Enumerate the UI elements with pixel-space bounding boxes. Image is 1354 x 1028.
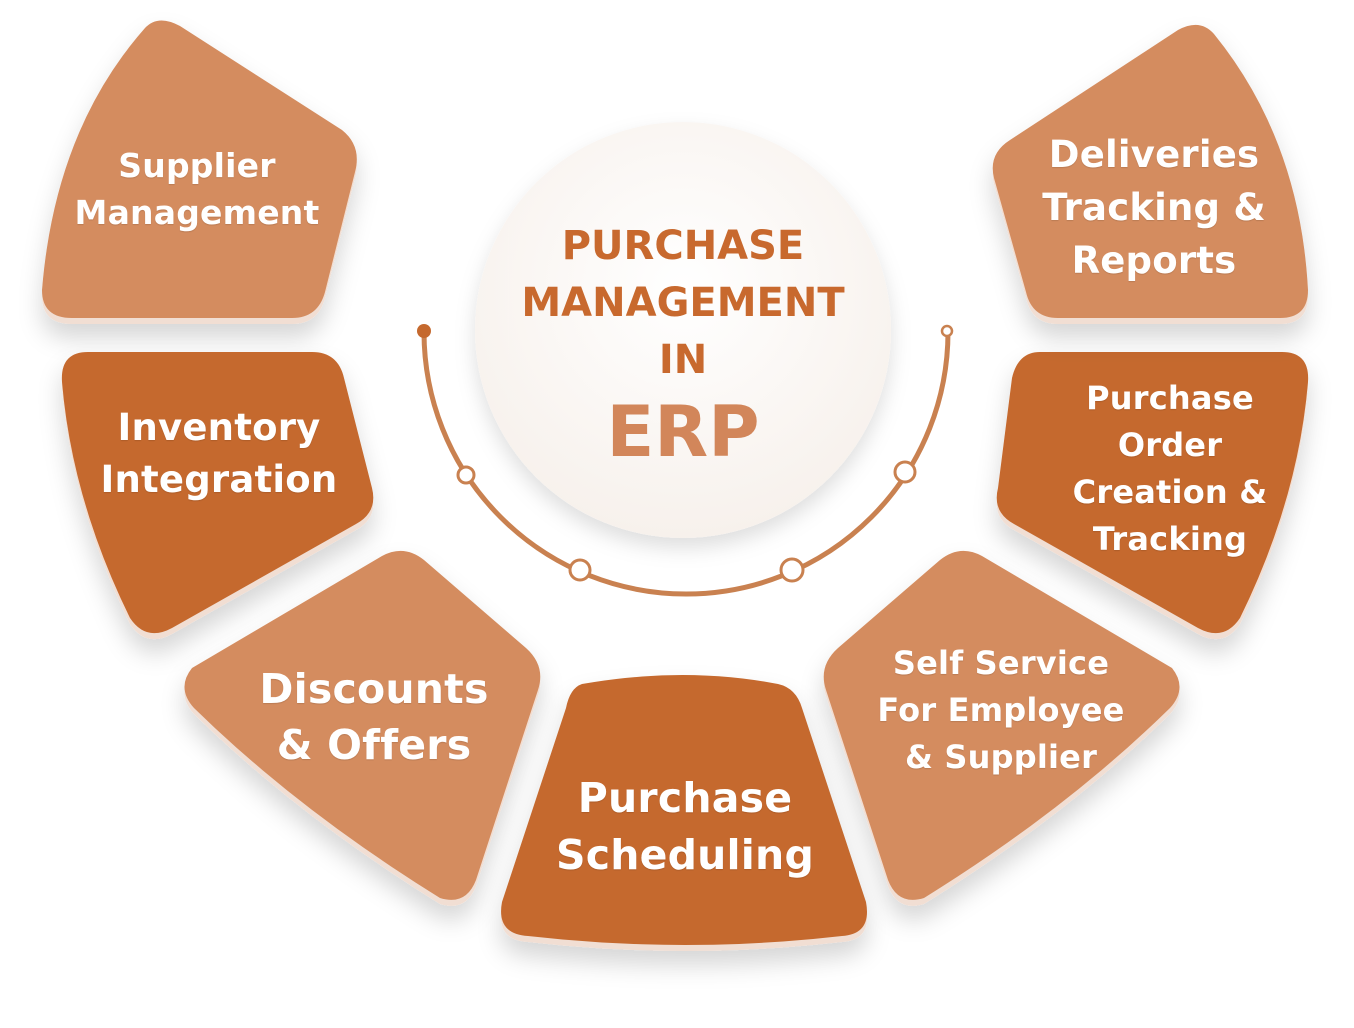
- label-line: Discounts: [259, 665, 489, 713]
- center-title-line2: MANAGEMENT: [521, 280, 845, 326]
- label-line: Self Service: [892, 644, 1110, 682]
- label-line: Purchase: [577, 774, 793, 822]
- label-supplier-management: Supplier Management: [62, 142, 332, 236]
- label-line: Supplier: [118, 146, 276, 185]
- segment-self-service: [823, 550, 1180, 906]
- label-line: Reports: [1071, 239, 1237, 282]
- label-line: Management: [74, 193, 320, 232]
- label-purchase-scheduling: Purchase Scheduling: [530, 770, 840, 884]
- label-discounts-offers: Discounts & Offers: [234, 661, 514, 773]
- label-line: & Offers: [276, 721, 472, 769]
- label-line: Scheduling: [555, 831, 814, 879]
- segment-discounts-offers: [184, 550, 541, 906]
- label-line: For Employee: [877, 691, 1125, 729]
- label-line: Creation &: [1072, 473, 1268, 511]
- label-inventory-integration: Inventory Integration: [82, 402, 356, 506]
- center-title-line1: PURCHASE: [561, 223, 805, 269]
- segment-purchase-order: [996, 352, 1309, 640]
- center-title-line3: IN: [658, 337, 708, 383]
- label-line: Deliveries: [1048, 133, 1260, 176]
- arc-node: [568, 558, 592, 582]
- center-circle: [475, 122, 891, 538]
- center-title: PURCHASE MANAGEMENT IN ERP: [470, 218, 896, 475]
- connector-arc: [417, 324, 954, 597]
- arc-end-dot: [940, 324, 954, 338]
- arc-node: [779, 557, 805, 583]
- label-deliveries-tracking: Deliveries Tracking & Reports: [1026, 128, 1282, 287]
- arc-node: [893, 460, 917, 484]
- label-line: Purchase: [1086, 379, 1254, 417]
- segment-purchase-scheduling: [501, 675, 867, 951]
- label-line: Integration: [100, 458, 338, 501]
- label-purchase-order: Purchase Order Creation & Tracking: [1050, 375, 1290, 563]
- label-line: Tracking &: [1042, 186, 1266, 229]
- label-line: Tracking: [1092, 520, 1248, 558]
- segment-supplier-management: [42, 20, 357, 324]
- label-line: Order: [1117, 426, 1223, 464]
- center-title-erp: ERP: [606, 391, 760, 473]
- segment-deliveries-tracking: [992, 24, 1308, 324]
- arc-node: [456, 465, 476, 485]
- label-self-service: Self Service For Employee & Supplier: [860, 640, 1142, 781]
- arc-end-dot: [417, 324, 431, 338]
- label-line: Inventory: [117, 406, 321, 449]
- segment-inventory-integration: [61, 352, 374, 640]
- label-line: & Supplier: [904, 738, 1098, 776]
